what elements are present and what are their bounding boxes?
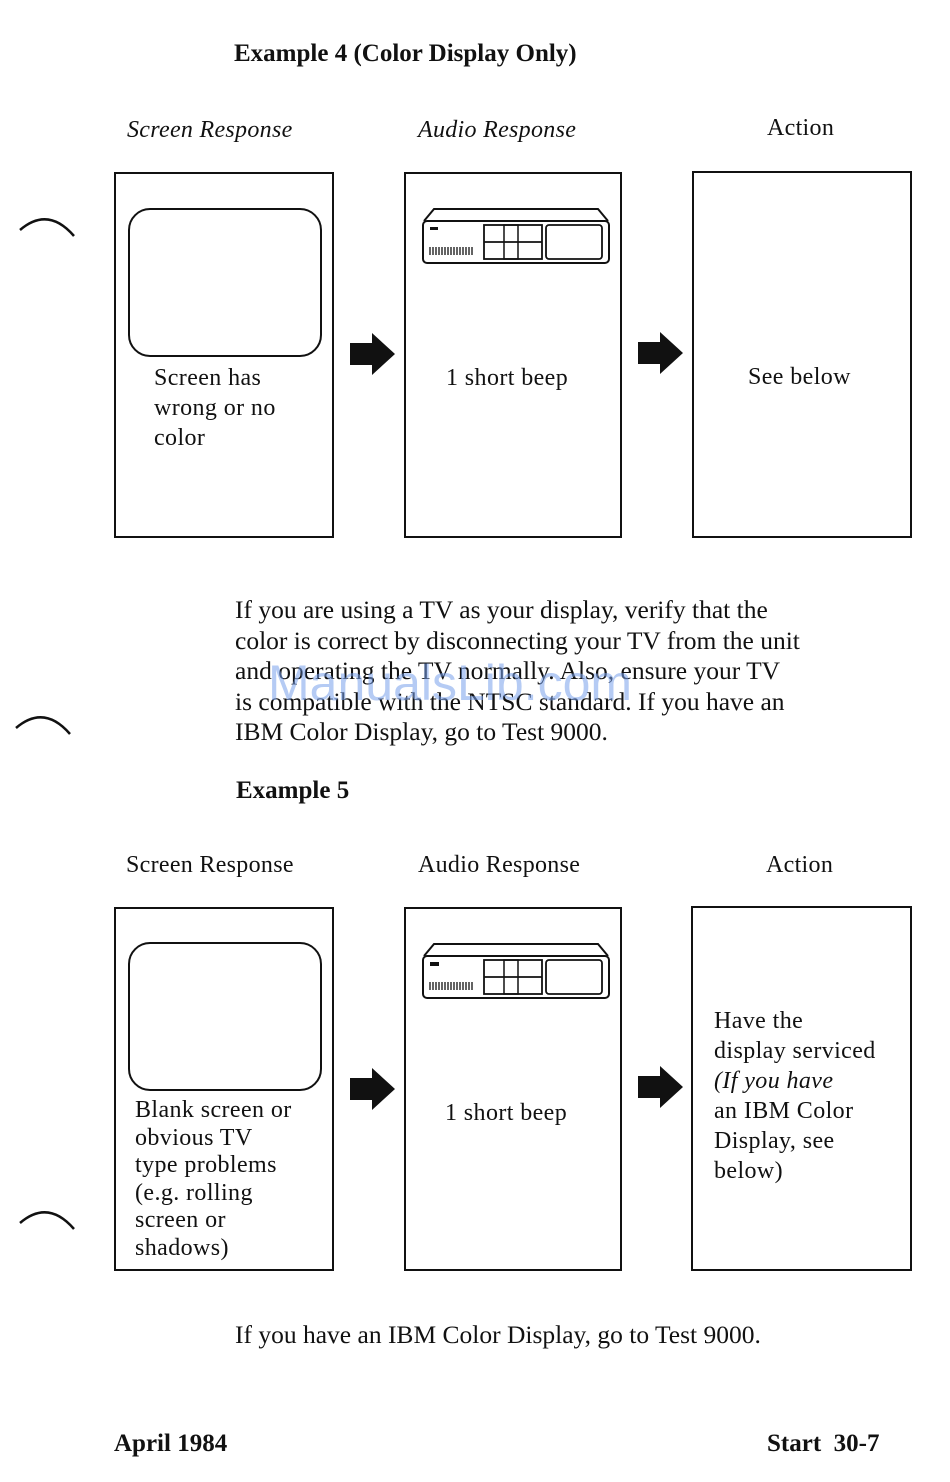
text-line: an IBM Color bbox=[714, 1098, 854, 1124]
text-line: Screen has bbox=[154, 365, 262, 391]
example5-audio-box: 1 short beep bbox=[404, 907, 622, 1271]
example4-screen-text: Screen has wrong or no color bbox=[154, 363, 276, 453]
paragraph-tv-verification: If you are using a TV as your display, v… bbox=[235, 595, 935, 748]
example5-action-text: Have the display serviced (If you have a… bbox=[714, 1006, 876, 1186]
watermark: ManualsLib.com bbox=[268, 655, 633, 711]
text-line: If you are using a TV as your display, v… bbox=[235, 595, 768, 624]
example4-header-action: Action bbox=[767, 115, 835, 141]
text-line: wrong or no bbox=[154, 395, 276, 421]
footer-date: April 1984 bbox=[114, 1430, 228, 1457]
example5-audio-text: 1 short beep bbox=[445, 1100, 568, 1126]
binding-mark-icon bbox=[19, 218, 75, 237]
example4-header-audio: Audio Response bbox=[418, 117, 577, 143]
example5-header-action: Action bbox=[766, 852, 834, 878]
example4-screen-box: Screen has wrong or no color bbox=[114, 172, 334, 538]
display-screen-icon bbox=[128, 942, 322, 1091]
text-line: (e.g. rolling bbox=[135, 1179, 253, 1206]
example4-action-text: See below bbox=[748, 364, 851, 390]
example5-title: Example 5 bbox=[236, 777, 350, 804]
footer-page-number: Start 30-7 bbox=[767, 1430, 880, 1457]
right-arrow-icon bbox=[350, 1068, 395, 1110]
text-line: obvious TV bbox=[135, 1124, 253, 1151]
text-line: display serviced bbox=[714, 1038, 876, 1064]
text-line: type problems bbox=[135, 1152, 277, 1178]
binding-mark-icon bbox=[15, 716, 71, 735]
text-line: Blank screen or bbox=[135, 1097, 292, 1123]
example5-screen-text: Blank screen or obvious TV type problems… bbox=[135, 1097, 292, 1262]
system-unit-icon bbox=[422, 208, 610, 264]
example4-action-box: See below bbox=[692, 171, 912, 538]
example4-audio-text: 1 short beep bbox=[446, 365, 569, 391]
example5-action-box: Have the display serviced (If you have a… bbox=[691, 906, 912, 1271]
right-arrow-icon bbox=[638, 1066, 683, 1108]
text-line: screen or bbox=[135, 1207, 226, 1233]
example4-header-screen: Screen Response bbox=[127, 117, 293, 143]
text-line: and operating the TV normally. Also, ens… bbox=[235, 656, 781, 685]
example5-header-audio: Audio Response bbox=[418, 852, 581, 878]
right-arrow-icon bbox=[350, 333, 395, 375]
display-screen-icon bbox=[128, 208, 322, 357]
right-arrow-icon bbox=[638, 332, 683, 374]
text-line: color bbox=[154, 425, 206, 451]
system-unit-icon bbox=[422, 943, 610, 999]
text-line: below) bbox=[714, 1158, 784, 1184]
text-line: shadows) bbox=[135, 1234, 229, 1261]
text-line: Have the bbox=[714, 1008, 804, 1034]
text-line: IBM Color Display, go to Test 9000. bbox=[235, 717, 608, 746]
example4-audio-box: 1 short beep bbox=[404, 172, 622, 538]
text-line: is compatible with the NTSC standard. If… bbox=[235, 686, 785, 716]
text-line: Display, see bbox=[714, 1128, 835, 1154]
example5-screen-box: Blank screen or obvious TV type problems… bbox=[114, 907, 334, 1271]
paragraph-color-display: If you have an IBM Color Display, go to … bbox=[235, 1320, 761, 1349]
example5-header-screen: Screen Response bbox=[126, 852, 294, 878]
example4-title: Example 4 (Color Display Only) bbox=[234, 40, 577, 67]
binding-mark-icon bbox=[19, 1211, 75, 1230]
text-line: color is correct by disconnecting your T… bbox=[235, 625, 800, 655]
text-line: (If you have bbox=[714, 1068, 834, 1094]
